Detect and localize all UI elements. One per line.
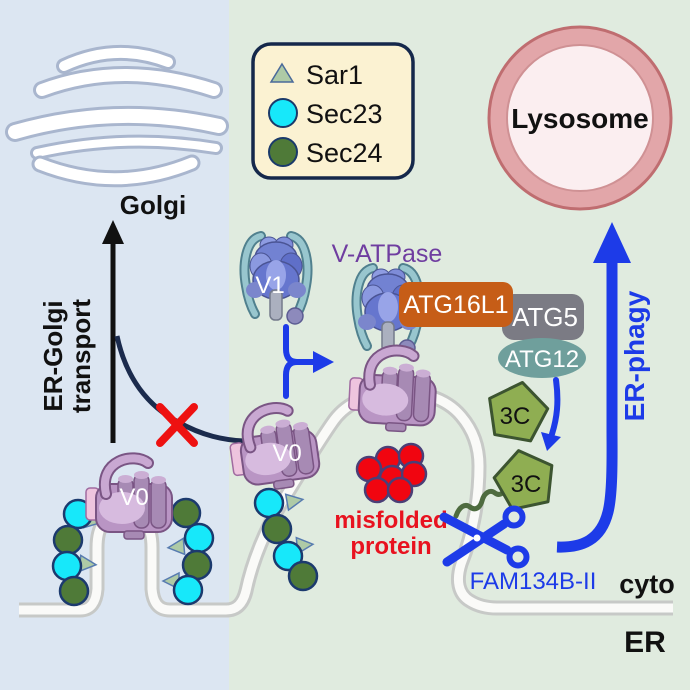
black-arrowhead	[102, 220, 124, 244]
sec24-icon	[287, 560, 319, 592]
misfolded-protein-label-line2: protein	[350, 533, 431, 560]
protease-3c-bottom-label: 3C	[511, 471, 542, 498]
sec24-icon	[58, 575, 90, 607]
er-phagy-label: ER-phagy	[619, 290, 650, 421]
atg16l1-box	[399, 282, 513, 327]
legend-sec24-circle-icon	[268, 137, 298, 167]
lysosome-label: Lysosome	[511, 103, 648, 134]
sec23-icon	[183, 522, 215, 554]
misfolded-protein-label-line1: misfolded	[334, 507, 447, 534]
atg5-label: ATG5	[512, 302, 578, 332]
lysosome-icon	[487, 25, 673, 211]
copii-coat	[51, 487, 319, 607]
er-golgi-transport-label-line1: ER-Golgi	[38, 300, 68, 411]
er-golgi-transport-arrow	[102, 220, 124, 443]
sec24-icon	[170, 497, 202, 529]
legend-box: Sar1 Sec23 Sec24	[251, 42, 415, 180]
assembly-arrow	[283, 324, 334, 399]
sar1-icon	[284, 493, 305, 512]
fam134b-label: FAM134B-II	[470, 568, 597, 595]
sec23-icon	[51, 550, 83, 582]
legend-sec24-label: Sec24	[306, 138, 383, 168]
legend-sec23-circle-icon	[268, 98, 298, 128]
golgi-icon	[5, 44, 229, 188]
legend-sar1-label: Sar1	[306, 60, 363, 90]
legend-sar1-triangle-icon	[269, 62, 295, 83]
er-phagy-arrow	[556, 222, 631, 553]
legend-sec23-label: Sec23	[306, 99, 383, 129]
sec23-icon	[272, 540, 304, 572]
v0-mid-label: V0	[272, 440, 301, 467]
v0-left-label: V0	[119, 484, 148, 511]
protease-3c-pentagon-bottom	[492, 449, 554, 511]
cleaved-tail-squiggle-icon	[453, 486, 508, 519]
atg12-ellipse	[498, 338, 586, 378]
v-atpase-label: V-ATPase	[332, 240, 443, 268]
sec23-icon	[253, 487, 285, 519]
er-golgi-transport-label-line2: transport	[66, 299, 96, 413]
sec24-icon	[52, 524, 84, 556]
misfolded-protein-cluster	[355, 442, 428, 504]
atg12-to-3c-arrow	[541, 377, 561, 451]
atg12-label: ATG12	[505, 346, 579, 373]
sec23-icon	[172, 574, 204, 606]
cyto-label: cyto	[619, 569, 675, 599]
protease-3c-pentagon-top	[488, 380, 550, 443]
er-label: ER	[624, 626, 666, 659]
protease-3c-top-label: 3C	[500, 403, 531, 430]
v1-label: V1	[255, 272, 284, 299]
atg16l1-label: ATG16L1	[403, 291, 508, 319]
sar1-icon	[166, 537, 186, 556]
golgi-label: Golgi	[120, 190, 186, 220]
sec24-icon	[261, 513, 293, 545]
scissors-icon	[439, 505, 530, 569]
red-x-icon	[156, 403, 198, 447]
atg5-box	[502, 294, 584, 340]
